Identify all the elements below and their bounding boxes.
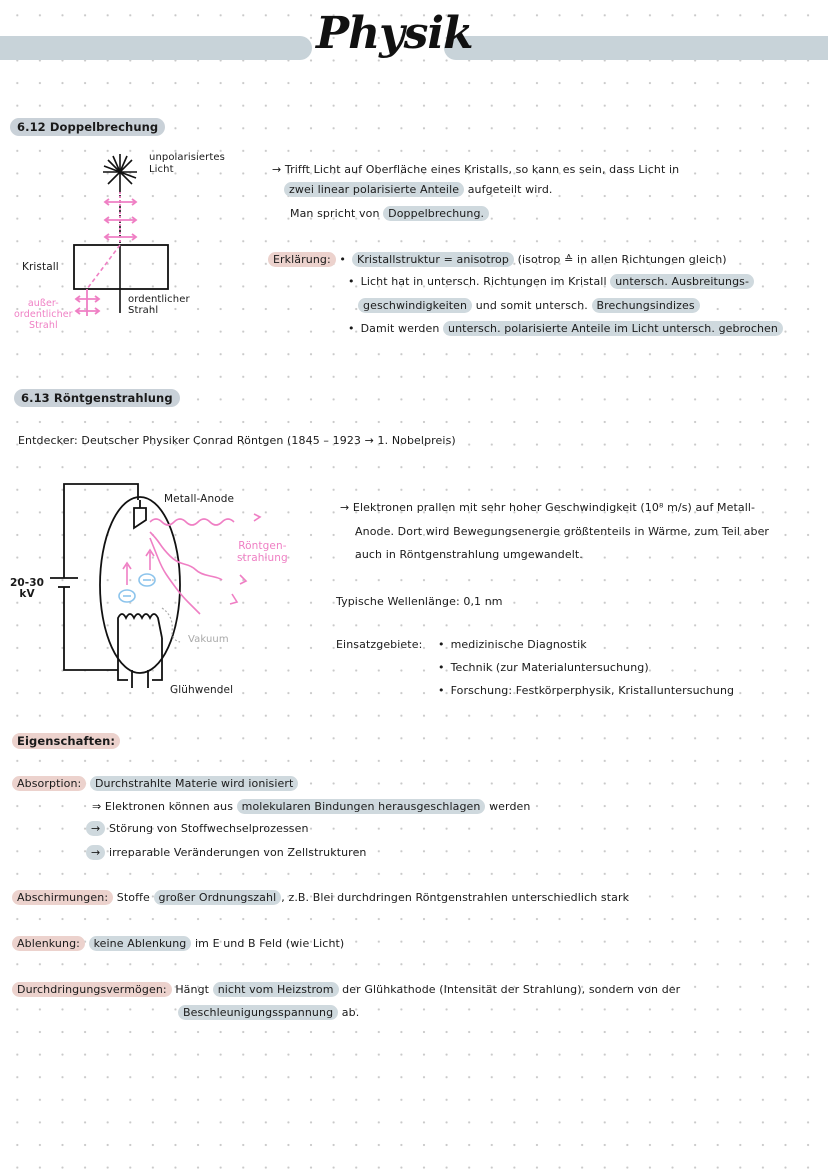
text: und somit untersch.	[475, 299, 588, 312]
label-xray-radiation: Röntgen- strahlung	[237, 540, 288, 564]
penetration-label: Durchdringungsvermögen:	[12, 982, 172, 997]
page-title: Physik	[316, 8, 474, 59]
highlight: keine Ablenkung	[88, 936, 192, 951]
absorption-sub-2: → Störung von Stoffwechselprozessen	[86, 821, 309, 836]
text: ⇒ Elektronen können aus	[92, 800, 234, 813]
explanation-row-4: Damit werden untersch. polarisierte Ante…	[348, 321, 783, 336]
shielding-label: Abschirmungen:	[12, 890, 114, 905]
text: (isotrop ≙ in allen Richtungen gleich)	[517, 253, 727, 266]
deflection-row: Ablenkung: keine Ablenkung im E und B Fe…	[12, 936, 345, 951]
absorption-row: Absorption: Durchstrahlte Materie wird i…	[12, 776, 299, 791]
description-line-1: → Elektronen prallen mit sehr hoher Gesc…	[340, 501, 756, 514]
label-line: ordentlicher	[14, 309, 73, 320]
properties-heading: Eigenschaften:	[12, 733, 121, 749]
text: ab.	[341, 1006, 360, 1019]
highlight: nicht vom Heizstrom	[212, 982, 339, 997]
label-unpolarized-light: unpolarisiertes Licht	[149, 152, 225, 176]
label-line: außer-	[27, 298, 59, 309]
highlight: Kristallstruktur = anisotrop	[352, 252, 514, 267]
birefringence-diagram	[73, 154, 169, 316]
application-item: medizinische Diagnostik	[438, 638, 587, 652]
application-item: Forschung: Festkörperphysik, Kristallunt…	[438, 684, 734, 698]
label-line: strahlung	[237, 552, 288, 564]
electron-icon	[118, 589, 136, 603]
explanation-row-2: Licht hat in untersch. Richtungen im Kri…	[348, 274, 755, 289]
text: Stoffe	[116, 891, 150, 904]
section-heading-doppelbrechung: 6.12 Doppelbrechung	[10, 118, 166, 136]
arrow-icon: →	[86, 845, 106, 860]
label-line: Strahl	[28, 320, 58, 331]
xray-tube-diagram	[50, 483, 262, 688]
explanation-label: Erklärung:	[268, 252, 336, 267]
text: Störung von Stoffwechselprozessen	[108, 822, 309, 835]
highlight: geschwindigkeiten	[358, 298, 473, 313]
label-line: Strahl	[128, 305, 159, 316]
text: Licht hat in untersch. Richtungen im Kri…	[360, 275, 607, 288]
label-filament: Glühwendel	[170, 684, 234, 696]
intro-line-1: → Trifft Licht auf Oberfläche eines Kris…	[272, 163, 680, 176]
text: Damit werden	[360, 322, 440, 335]
label-crystal: Kristall	[22, 261, 59, 273]
label-ordinary-ray: ordentlicher Strahl	[128, 294, 190, 316]
label-line: ordentlicher	[128, 294, 190, 305]
penetration-row-2: Beschleunigungsspannung ab.	[178, 1005, 360, 1020]
filament-coil	[117, 613, 163, 639]
label-line: kV	[19, 588, 35, 600]
crystal-box	[73, 244, 169, 290]
label-line: 20-30	[10, 577, 45, 589]
discoverer-line: Entdecker: Deutscher Physiker Conrad Rön…	[18, 434, 456, 447]
bullet	[348, 322, 361, 335]
label-extraordinary-ray: außer- ordentlicher Strahl	[14, 298, 73, 331]
text: Hängt	[175, 983, 210, 996]
penetration-row: Durchdringungsvermögen: Hängt nicht vom …	[12, 982, 681, 997]
electron-icon	[138, 573, 156, 587]
anode	[133, 507, 147, 530]
highlight: Brechungsindizes	[591, 298, 700, 313]
label-vacuum: Vakuum	[188, 634, 229, 645]
highlight: untersch. Ausbreitungs-	[610, 274, 755, 289]
intro-line-3: Man spricht von Doppelbrechung.	[290, 206, 490, 221]
highlight: untersch. polarisierte Anteile im Licht …	[443, 321, 783, 336]
highlight-doppelbrechung: Doppelbrechung.	[383, 206, 490, 221]
section-heading-roentgen: 6.13 Röntgenstrahlung	[14, 389, 180, 407]
vacuum-tube	[99, 496, 181, 674]
text: , z.B. Blei durchdringen Röntgenstrahlen…	[281, 891, 630, 904]
label-voltage: 20-30 kV	[10, 578, 44, 600]
highlight: Durchstrahlte Materie wird ionisiert	[89, 776, 299, 791]
title-bar-right	[444, 36, 828, 60]
unpolarized-light-icon	[103, 154, 137, 190]
application-item: Technik (zur Materialuntersuchung)	[438, 661, 649, 675]
text: irreparable Veränderungen von Zellstrukt…	[108, 846, 367, 859]
description-line-2: Anode. Dort wird Bewegungsenergie größte…	[355, 525, 770, 538]
shielding-row: Abschirmungen: Stoffe großer Ordnungszah…	[12, 890, 630, 905]
absorption-sub-3: → irreparable Veränderungen von Zellstru…	[86, 845, 367, 860]
wavelength: Typische Wellenlänge: 0,1 nm	[336, 595, 503, 608]
intro-line-2: zwei linear polarisierte Anteile aufgete…	[284, 182, 553, 197]
explanation-row-3: geschwindigkeiten und somit untersch. Br…	[358, 298, 700, 313]
description-line-3: auch in Röntgenstrahlung umgewandelt.	[355, 548, 583, 561]
text: Man spricht von	[290, 207, 380, 220]
absorption-label: Absorption:	[12, 776, 87, 791]
highlight: Beschleunigungsspannung	[178, 1005, 339, 1020]
text: aufgeteilt wird.	[467, 183, 553, 196]
explanation-row-1: Erklärung: Kristallstruktur = anisotrop …	[268, 252, 727, 267]
absorption-sub-1: ⇒ Elektronen können aus molekularen Bind…	[92, 799, 531, 814]
bullet	[348, 275, 361, 288]
text: werden	[489, 800, 531, 813]
applications-label: Einsatzgebiete:	[336, 638, 423, 651]
deflection-label: Ablenkung:	[12, 936, 85, 951]
label-line: unpolarisiertes	[149, 152, 225, 163]
highlight: zwei linear polarisierte Anteile	[284, 182, 465, 197]
highlight: großer Ordnungszahl	[153, 890, 282, 905]
highlight: molekularen Bindungen herausgeschlagen	[236, 799, 486, 814]
arrow-icon: →	[86, 821, 106, 836]
text: der Glühkathode (Intensität der Strahlun…	[342, 983, 681, 996]
label-line: Licht	[149, 164, 174, 175]
label-line: Röntgen-	[238, 540, 287, 552]
text: im E und B Feld (wie Licht)	[195, 937, 345, 950]
label-metal-anode: Metall-Anode	[164, 493, 235, 505]
title-bar-left	[0, 36, 312, 60]
bullet	[339, 253, 352, 266]
